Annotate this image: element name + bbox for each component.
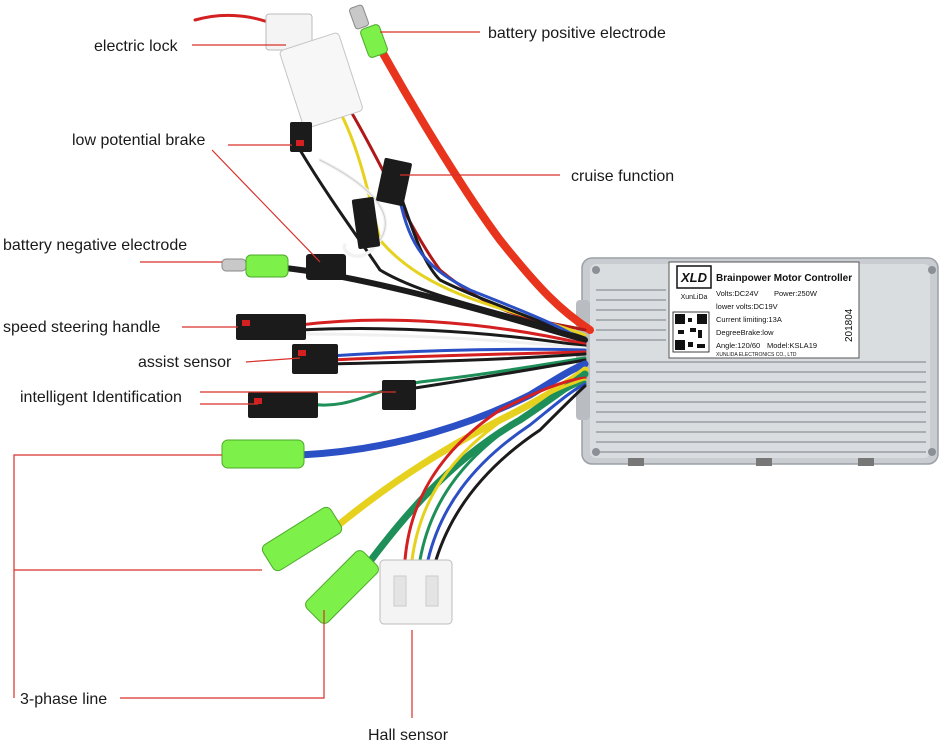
spec-model: Model:KSLA19 bbox=[767, 341, 817, 350]
brand-small: XunLiDa bbox=[681, 294, 708, 301]
label-speed-steering-handle: speed steering handle bbox=[3, 319, 161, 336]
low-potential-brake-connector bbox=[290, 122, 312, 152]
label-battery-positive: battery positive electrode bbox=[488, 25, 666, 42]
screw-icon bbox=[592, 266, 600, 274]
leader-assist-sensor bbox=[245, 357, 301, 363]
label-cruise-function: cruise function bbox=[571, 168, 674, 185]
spec-degree-brake: DegreeBrake:low bbox=[716, 328, 774, 337]
label-battery-negative: battery negative electrode bbox=[3, 237, 187, 254]
leader-low-potential-brake-diagonal bbox=[211, 149, 321, 263]
spec-volts: Volts:DC24V bbox=[716, 289, 759, 298]
label-electric-lock: electric lock bbox=[94, 38, 179, 55]
phase-connector-blue bbox=[221, 439, 305, 469]
leader-phase-blue bbox=[13, 454, 222, 698]
spec-current: Current limiting:13A bbox=[716, 315, 782, 324]
wire-harness bbox=[193, 13, 594, 579]
leader-lines bbox=[13, 31, 560, 718]
intelligent-identification-connector bbox=[248, 380, 416, 418]
screw-icon bbox=[928, 266, 936, 274]
controller-label-sticker: XLD XunLiDa Brainpower Motor Controller … bbox=[668, 261, 860, 359]
controller-title: Brainpower Motor Controller bbox=[716, 273, 852, 284]
date-code: 201804 bbox=[844, 308, 855, 342]
leader-phase-green bbox=[120, 610, 325, 699]
assist-sensor-connector bbox=[292, 344, 338, 374]
label-assist-sensor: assist sensor bbox=[138, 354, 232, 371]
screw-icon bbox=[592, 448, 600, 456]
battery-positive-terminal bbox=[349, 4, 388, 58]
connectors bbox=[221, 4, 453, 625]
cruise-function-connector bbox=[351, 157, 412, 250]
spec-power: Power:250W bbox=[774, 289, 818, 298]
screw-icon bbox=[928, 448, 936, 456]
phase-connector-green bbox=[305, 550, 379, 624]
spec-lower-volts: lower volts:DC19V bbox=[716, 302, 778, 311]
label-low-potential-brake: low potential brake bbox=[72, 132, 206, 149]
battery-negative-terminal bbox=[221, 254, 346, 280]
label-three-phase-line: 3-phase line bbox=[20, 691, 107, 708]
spec-angle: Angle:120/60 bbox=[716, 341, 760, 350]
label-intelligent-identification: intelligent Identification bbox=[20, 389, 182, 406]
electric-lock-connector bbox=[265, 13, 363, 129]
label-hall-sensor: Hall sensor bbox=[368, 727, 449, 744]
hall-sensor-connector bbox=[379, 559, 453, 625]
phase-connector-yellow bbox=[261, 506, 343, 572]
brand-logo bbox=[676, 265, 712, 289]
company-name: XUNLIDA ELECTRONICS CO., LTD bbox=[716, 352, 797, 358]
logo-text: XLD bbox=[680, 270, 708, 285]
labels: electric lock battery positive electrode… bbox=[3, 25, 674, 744]
speed-steering-handle-connector bbox=[236, 314, 306, 340]
qr-code-icon bbox=[672, 311, 710, 353]
